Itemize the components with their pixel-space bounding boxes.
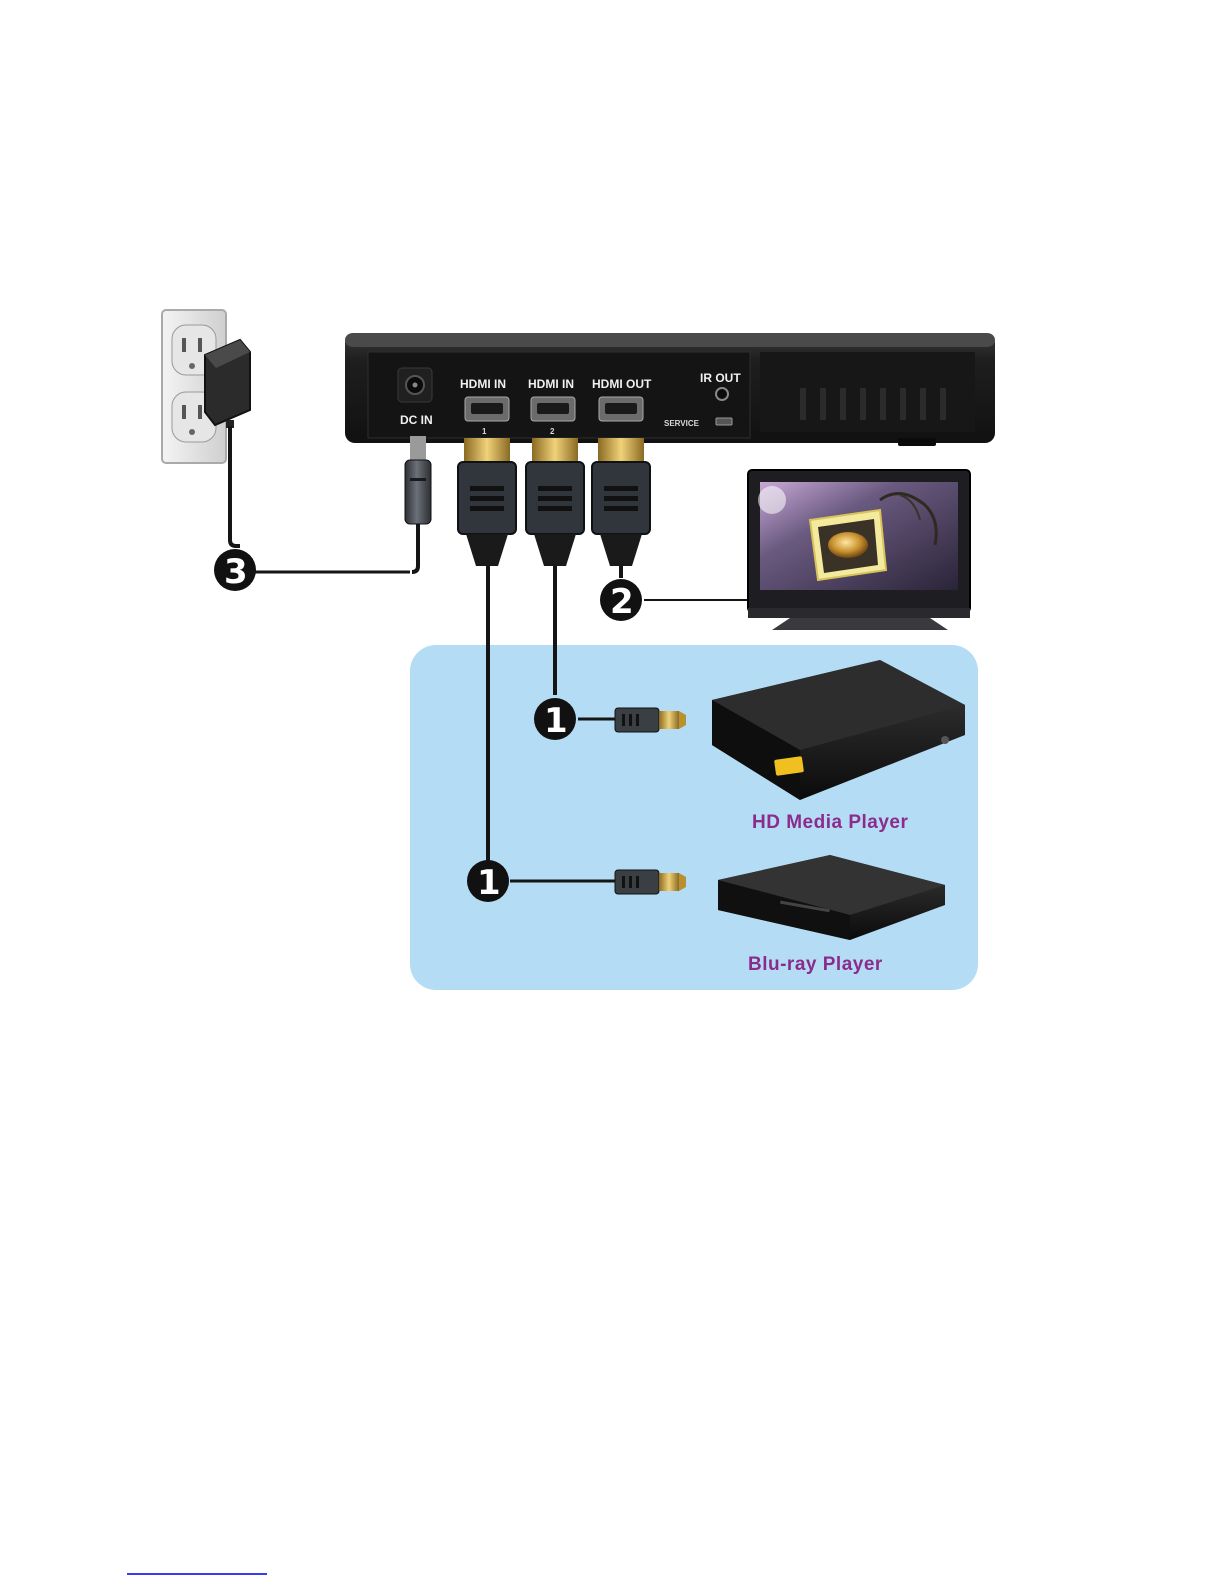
hd-media-player-label: HD Media Player: [752, 812, 908, 833]
hdmi-out-label: HDMI OUT: [592, 377, 652, 391]
step-number-3: 3: [224, 552, 248, 592]
hdmi-in-1-label: HDMI IN: [460, 377, 506, 391]
step-number-2: 2: [610, 582, 634, 622]
power-cable: [230, 426, 240, 546]
device-rear-panel: [345, 333, 995, 446]
hdmi-plug-in-2: [526, 438, 584, 566]
hdmi-in-2-port: [531, 397, 575, 421]
step-badge-power: 3: [214, 549, 256, 592]
service-port: [716, 418, 732, 425]
footer-link-rule: [127, 1573, 267, 1575]
power-adapter: [205, 340, 250, 428]
step-number-1-bluray: 1: [477, 863, 501, 903]
hdmi-out-port: [599, 397, 643, 421]
hdmi-in-1-index: 1: [482, 427, 487, 436]
dc-in-port: [398, 368, 432, 402]
hdmi-plug-in-1: [458, 438, 516, 566]
service-label: SERVICE: [664, 419, 700, 428]
hdmi-in-1-port: [465, 397, 509, 421]
hdmi-plug-bluray-player: [615, 870, 686, 894]
ir-out-jack: [716, 388, 728, 400]
hdmi-plug-media-player: [615, 708, 686, 732]
hdmi-plug-out: [592, 438, 650, 566]
hdmi-in-2-index: 2: [550, 427, 555, 436]
tv-display: [748, 470, 970, 630]
step-number-1-media: 1: [544, 701, 568, 741]
bluray-player-label: Blu-ray Player: [748, 954, 883, 975]
hdmi-in-2-label: HDMI IN: [528, 377, 574, 391]
dc-in-label: DC IN: [400, 413, 433, 427]
ir-out-label: IR OUT: [700, 371, 741, 385]
step-badge-display: 2: [600, 579, 642, 622]
dc-plug: [405, 436, 431, 524]
dc-cable: [412, 520, 418, 572]
